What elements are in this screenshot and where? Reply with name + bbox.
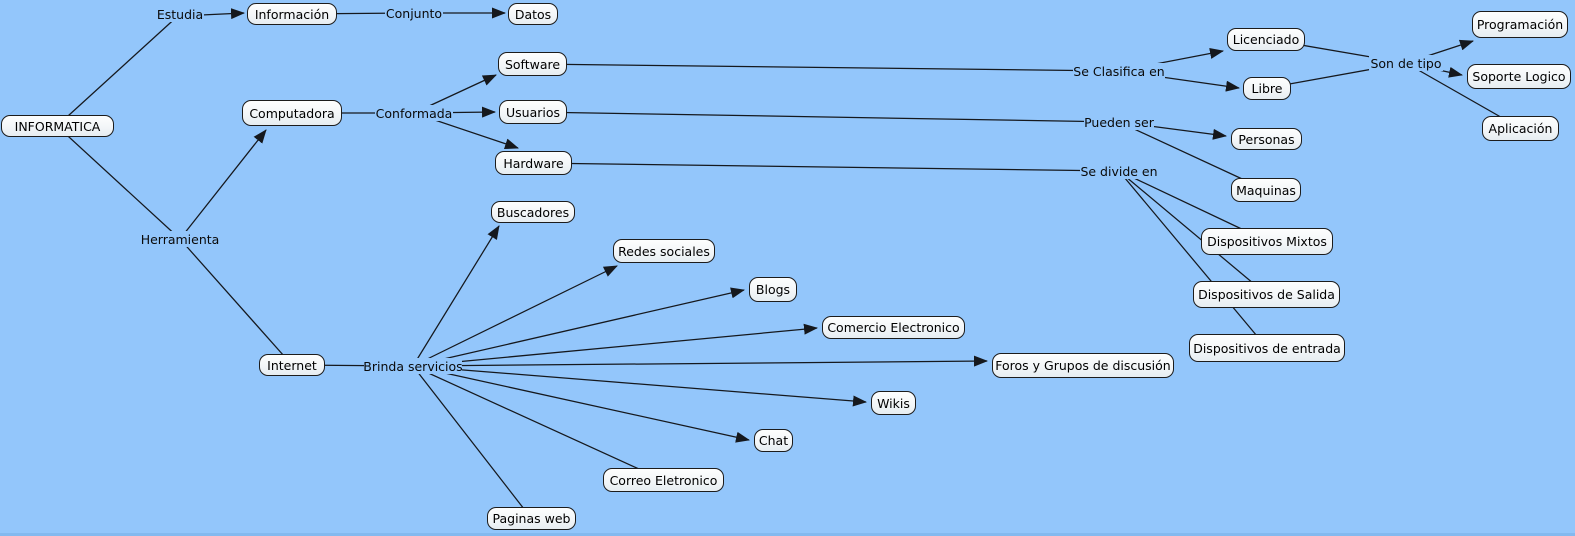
linking-phrase-pueden-ser[interactable]: Pueden ser [1084,114,1154,130]
concept-internet[interactable]: Internet [259,354,325,376]
link-hardware-sedivide [532,162,1120,172]
concept-hardware[interactable]: Hardware [495,151,572,175]
link-software-seclasifica [531,63,1120,72]
concept-dispositivos-mixtos[interactable]: Dispositivos Mixtos [1201,228,1333,255]
concept-aplicacion[interactable]: Aplicación [1482,116,1559,141]
concept-foros-y-grupos[interactable]: Foros y Grupos de discusión [992,353,1174,378]
concept-soporte-logico[interactable]: Soporte Logico [1467,64,1571,89]
concept-personas[interactable]: Personas [1231,128,1302,150]
window-bottom-edge [0,533,1575,536]
concept-correo-eletronico[interactable]: Correo Eletronico [603,468,724,492]
arrow-brinda-wikis [412,365,867,407]
concept-dispositivos-de-entrada[interactable]: Dispositivos de entrada [1189,334,1345,362]
linking-phrase-son-de-tipo[interactable]: Son de tipo [1369,55,1443,71]
concept-programacion[interactable]: Programación [1472,11,1568,38]
arrow-brinda-redessociales [412,265,618,367]
link-informatica-estudia [56,13,181,127]
concept-computadora[interactable]: Computadora [242,100,342,126]
linking-phrase-herramienta[interactable]: Herramienta [140,231,220,247]
link-herramienta-internet [179,238,293,366]
linking-phrase-se-divide-en[interactable]: Se divide en [1080,163,1158,179]
concept-chat[interactable]: Chat [754,429,793,452]
concept-redes-sociales[interactable]: Redes sociales [613,239,715,263]
concept-dispositivos-de-salida[interactable]: Dispositivos de Salida [1193,281,1340,308]
concept-blogs[interactable]: Blogs [749,277,797,302]
link-brinda-paginasweb [412,365,532,519]
link-sedivide-salida [1118,170,1267,295]
concept-informatica[interactable]: INFORMATICA [1,115,114,137]
concept-comercio-electronico[interactable]: Comercio Electronico [822,316,965,339]
concept-paginas-web[interactable]: Paginas web [487,507,576,530]
linking-phrase-brinda-servicios[interactable]: Brinda servicios [363,358,463,374]
linking-phrase-se-clasifica-en[interactable]: Se Clasifica en [1073,63,1165,79]
arrow-brinda-blogs [412,287,745,367]
concept-licenciado[interactable]: Licenciado [1227,28,1305,51]
concept-datos[interactable]: Datos [508,3,558,25]
linking-phrase-estudia[interactable]: Estudia [156,6,204,22]
arrow-herramienta-computadora [179,129,267,240]
concept-software[interactable]: Software [498,52,567,76]
concept-maquinas[interactable]: Maquinas [1231,178,1301,202]
concept-wikis[interactable]: Wikis [871,391,916,415]
linking-phrase-conformada[interactable]: Conformada [375,105,453,121]
link-brinda-correo [412,365,664,481]
concept-libre[interactable]: Libre [1243,77,1291,100]
arrow-brinda-chat [412,365,750,443]
linking-phrase-conjunto[interactable]: Conjunto [385,5,443,21]
arrow-brinda-buscadores [412,225,500,367]
concept-buscadores[interactable]: Buscadores [491,201,575,223]
link-usuarios-puedenser [532,111,1120,123]
link-sedivide-entrada [1118,170,1268,349]
concept-informacion[interactable]: Información [247,3,337,25]
arrow-brinda-comercio [412,323,818,367]
concept-usuarios[interactable]: Usuarios [499,100,567,124]
arrow-brinda-foros [412,355,988,367]
link-informatica-herramienta [56,125,181,240]
